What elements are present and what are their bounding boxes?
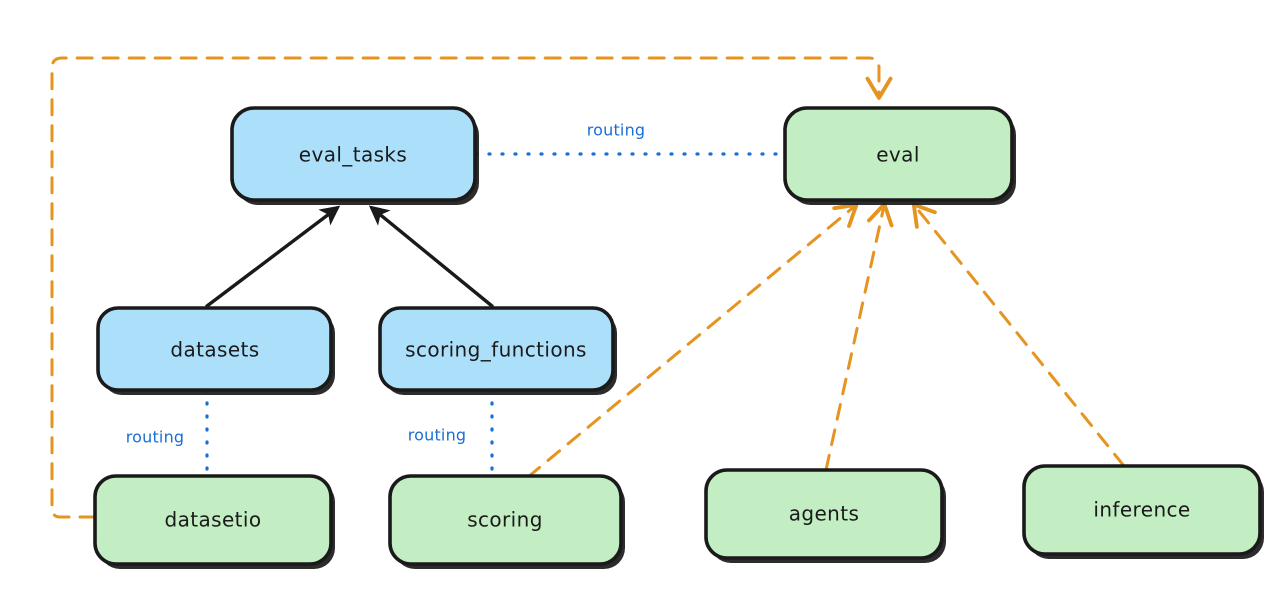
edge-label-routing-datasets-datasetio: routing <box>126 428 185 447</box>
node-eval_tasks[interactable]: eval_tasks <box>230 106 479 205</box>
node-scoring[interactable]: scoring <box>388 474 625 569</box>
node-inference-box <box>1022 464 1262 556</box>
node-scoring_functions-box <box>378 306 615 392</box>
node-datasetio[interactable]: datasetio <box>93 474 335 569</box>
node-datasetio-label: datasetio <box>164 508 261 532</box>
node-scoring-label: scoring <box>467 508 543 532</box>
edge-label-routing-scoring_functions-scoring: routing <box>408 426 467 445</box>
node-eval_tasks-box <box>230 106 477 202</box>
node-agents-box <box>704 468 944 560</box>
node-datasetio-box <box>93 474 333 566</box>
node-scoring-box <box>388 474 623 566</box>
edge-label-routing-eval_tasks-eval: routing <box>587 121 646 140</box>
node-scoring_functions[interactable]: scoring_functions <box>378 306 617 395</box>
node-eval-box <box>783 106 1014 202</box>
node-eval[interactable]: eval <box>783 106 1016 205</box>
node-inference-label: inference <box>1093 498 1190 522</box>
node-eval-label: eval <box>876 143 920 167</box>
edge-scoring_functions-to-eval_tasks <box>368 205 494 308</box>
edge-agents-to-eval <box>824 202 894 472</box>
node-datasets-label: datasets <box>170 338 259 362</box>
edge-scoring-to-eval <box>526 202 859 479</box>
node-agents[interactable]: agents <box>704 468 946 563</box>
node-datasets[interactable]: datasets <box>96 306 335 395</box>
edge-inference-to-eval <box>911 202 1126 468</box>
node-datasets-box <box>96 306 333 392</box>
node-eval_tasks-label: eval_tasks <box>299 143 407 167</box>
edge-datasets-to-eval_tasks <box>205 205 341 308</box>
edge-datasetio-to-eval <box>50 56 893 519</box>
node-inference[interactable]: inference <box>1022 464 1264 559</box>
node-scoring_functions-label: scoring_functions <box>405 338 587 362</box>
node-agents-label: agents <box>789 502 860 526</box>
